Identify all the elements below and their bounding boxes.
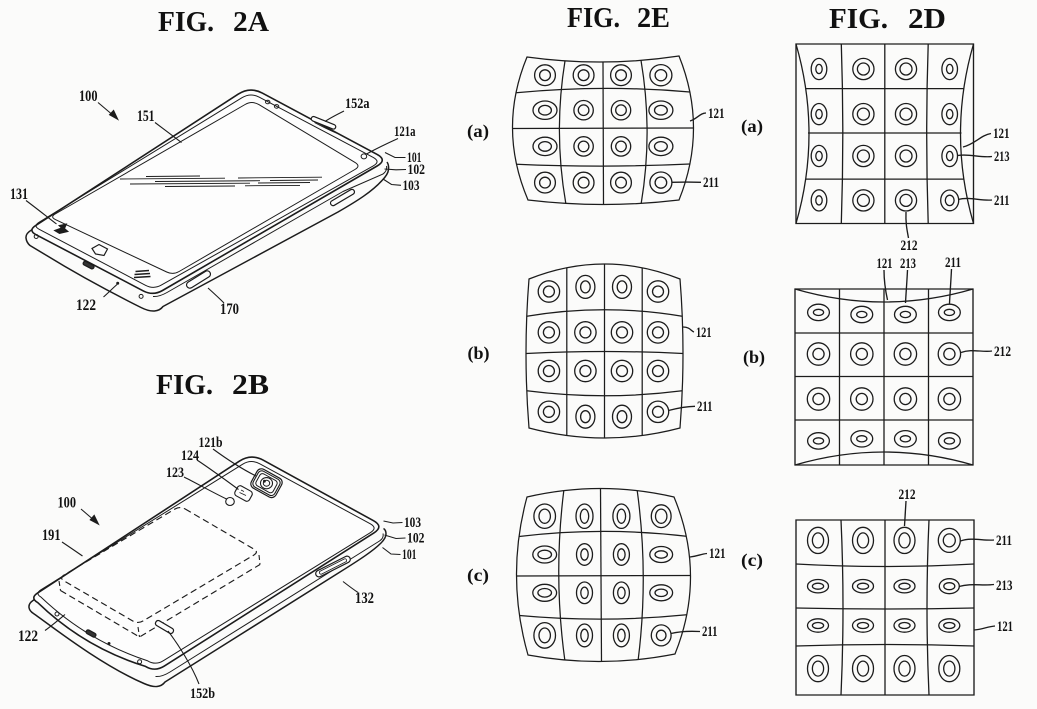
svg-text:151: 151 <box>137 108 155 125</box>
svg-text:211: 211 <box>703 175 719 191</box>
svg-text:2B: 2B <box>232 369 269 401</box>
svg-text:123: 123 <box>166 465 184 481</box>
svg-text:FIG.: FIG. <box>158 6 214 38</box>
svg-text:(a): (a) <box>741 116 763 137</box>
svg-text:152b: 152b <box>190 686 215 702</box>
svg-text:102: 102 <box>407 531 425 547</box>
svg-text:2E: 2E <box>637 2 670 34</box>
svg-text:102: 102 <box>408 162 426 178</box>
svg-text:211: 211 <box>697 399 713 415</box>
svg-text:121: 121 <box>696 325 712 341</box>
svg-text:211: 211 <box>945 255 961 271</box>
svg-text:152a: 152a <box>345 96 370 112</box>
svg-text:132: 132 <box>355 590 374 607</box>
svg-text:213: 213 <box>994 149 1010 165</box>
svg-text:101: 101 <box>402 547 417 563</box>
svg-text:100: 100 <box>79 88 98 105</box>
svg-text:213: 213 <box>900 256 916 272</box>
svg-text:(c): (c) <box>467 565 489 586</box>
svg-text:FIG.: FIG. <box>567 2 620 34</box>
svg-text:131: 131 <box>10 186 28 203</box>
svg-text:(a): (a) <box>467 121 489 142</box>
svg-text:191: 191 <box>42 527 61 544</box>
svg-text:(c): (c) <box>741 550 763 571</box>
svg-text:FIG.: FIG. <box>829 3 888 35</box>
svg-text:103: 103 <box>404 515 421 531</box>
svg-text:121: 121 <box>877 256 893 272</box>
svg-text:FIG.: FIG. <box>156 369 213 401</box>
svg-text:103: 103 <box>403 178 420 194</box>
svg-text:122: 122 <box>18 628 38 645</box>
svg-text:211: 211 <box>702 624 718 640</box>
svg-text:212: 212 <box>901 238 918 254</box>
svg-text:100: 100 <box>58 495 77 512</box>
svg-text:2D: 2D <box>908 3 946 35</box>
svg-text:211: 211 <box>996 533 1012 549</box>
svg-text:170: 170 <box>220 301 239 318</box>
svg-text:121: 121 <box>708 106 725 122</box>
svg-text:(b): (b) <box>468 343 490 364</box>
svg-text:121: 121 <box>997 619 1013 635</box>
svg-text:122: 122 <box>76 297 96 314</box>
svg-text:212: 212 <box>994 344 1011 360</box>
svg-text:121a: 121a <box>394 124 416 140</box>
svg-text:101: 101 <box>407 150 422 166</box>
svg-text:121: 121 <box>993 126 1010 142</box>
svg-text:213: 213 <box>996 578 1013 594</box>
svg-text:121: 121 <box>709 546 726 562</box>
svg-text:211: 211 <box>994 193 1010 209</box>
svg-text:2A: 2A <box>233 6 269 38</box>
svg-text:121b: 121b <box>199 435 223 451</box>
svg-text:124: 124 <box>181 448 199 464</box>
svg-text:212: 212 <box>899 487 916 503</box>
svg-text:(b): (b) <box>743 347 765 368</box>
